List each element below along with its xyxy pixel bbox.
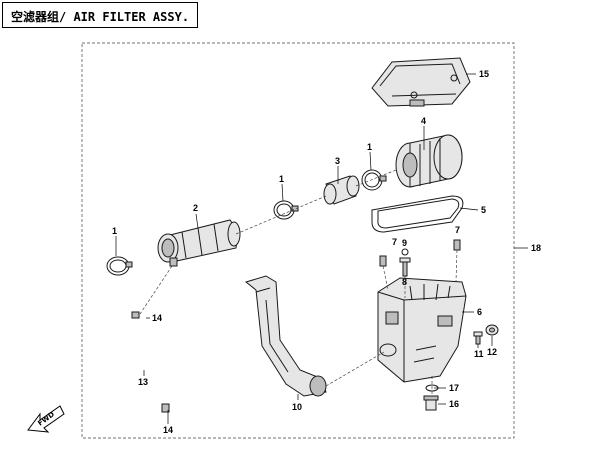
- part-12-grommet: [485, 324, 499, 336]
- assembly-line-tube-to-filter: [355, 169, 397, 187]
- title-box: 空滤器组/ AIR FILTER ASSY.: [2, 2, 198, 28]
- callout-1-middle: 1: [279, 174, 284, 184]
- callout-16: 16: [449, 399, 459, 409]
- part-2-intake-boot: [157, 219, 241, 267]
- part-7-clip-right: [453, 239, 461, 251]
- callout-7-right: 7: [455, 225, 460, 235]
- part-6-airbox-housing: [377, 277, 467, 383]
- assembly-line-clip-right: [455, 249, 458, 283]
- diagram-title: 空滤器组/ AIR FILTER ASSY.: [11, 10, 190, 24]
- part-9-washer: [401, 248, 409, 256]
- part-4-filter-element: [395, 134, 463, 188]
- assembly-line-snorkel-to-box: [325, 351, 385, 387]
- part-1-clamp-middle: [273, 200, 299, 220]
- callout-10: 10: [292, 402, 302, 412]
- callout-11: 11: [474, 349, 484, 359]
- part-14-hose-clip-lower: [161, 403, 170, 413]
- part-13-drain-hose-inner: [129, 317, 167, 405]
- callout-9: 9: [402, 238, 407, 248]
- part-5-gasket: [371, 195, 464, 233]
- part-13-drain-hose: [130, 317, 167, 405]
- callout-6: 6: [477, 307, 482, 317]
- callout-1-right: 1: [367, 142, 372, 152]
- callout-12: 12: [487, 347, 497, 357]
- assembly-boundary: [81, 42, 515, 439]
- callout-17: 17: [449, 383, 459, 393]
- callout-8: 8: [402, 277, 407, 287]
- assembly-line-boot-to-tube: [235, 195, 327, 235]
- callout-13: 13: [138, 377, 148, 387]
- forward-direction-arrow: FWD: [27, 405, 65, 433]
- part-1-clamp-left: [106, 256, 133, 276]
- part-10-intake-snorkel: [244, 275, 327, 397]
- assembly-line-clip-left: [382, 265, 389, 291]
- callout-2: 2: [193, 203, 198, 213]
- part-8-screw: [399, 257, 411, 277]
- callout-7-left: 7: [392, 237, 397, 247]
- callout-18: 18: [531, 243, 541, 253]
- assembly-line-boot-to-hose: [139, 265, 173, 315]
- callout-14-upper: 14: [152, 313, 162, 323]
- callout-5: 5: [481, 205, 486, 215]
- part-3-connector-tube: [323, 175, 360, 205]
- part-15-airbox-cover: [371, 57, 471, 107]
- part-1-clamp-right: [361, 169, 387, 191]
- callout-14-lower: 14: [163, 425, 173, 435]
- leader-lines: [115, 73, 528, 424]
- callout-4: 4: [421, 116, 426, 126]
- part-16-drain-cap: [423, 395, 439, 411]
- part-7-clip-left: [379, 255, 387, 267]
- callout-15: 15: [479, 69, 489, 79]
- callout-1-left: 1: [112, 226, 117, 236]
- part-14-hose-clip-upper: [131, 311, 140, 319]
- part-5-gasket-inner: [377, 198, 460, 229]
- part-11-bolt: [473, 331, 483, 345]
- callout-3: 3: [335, 156, 340, 166]
